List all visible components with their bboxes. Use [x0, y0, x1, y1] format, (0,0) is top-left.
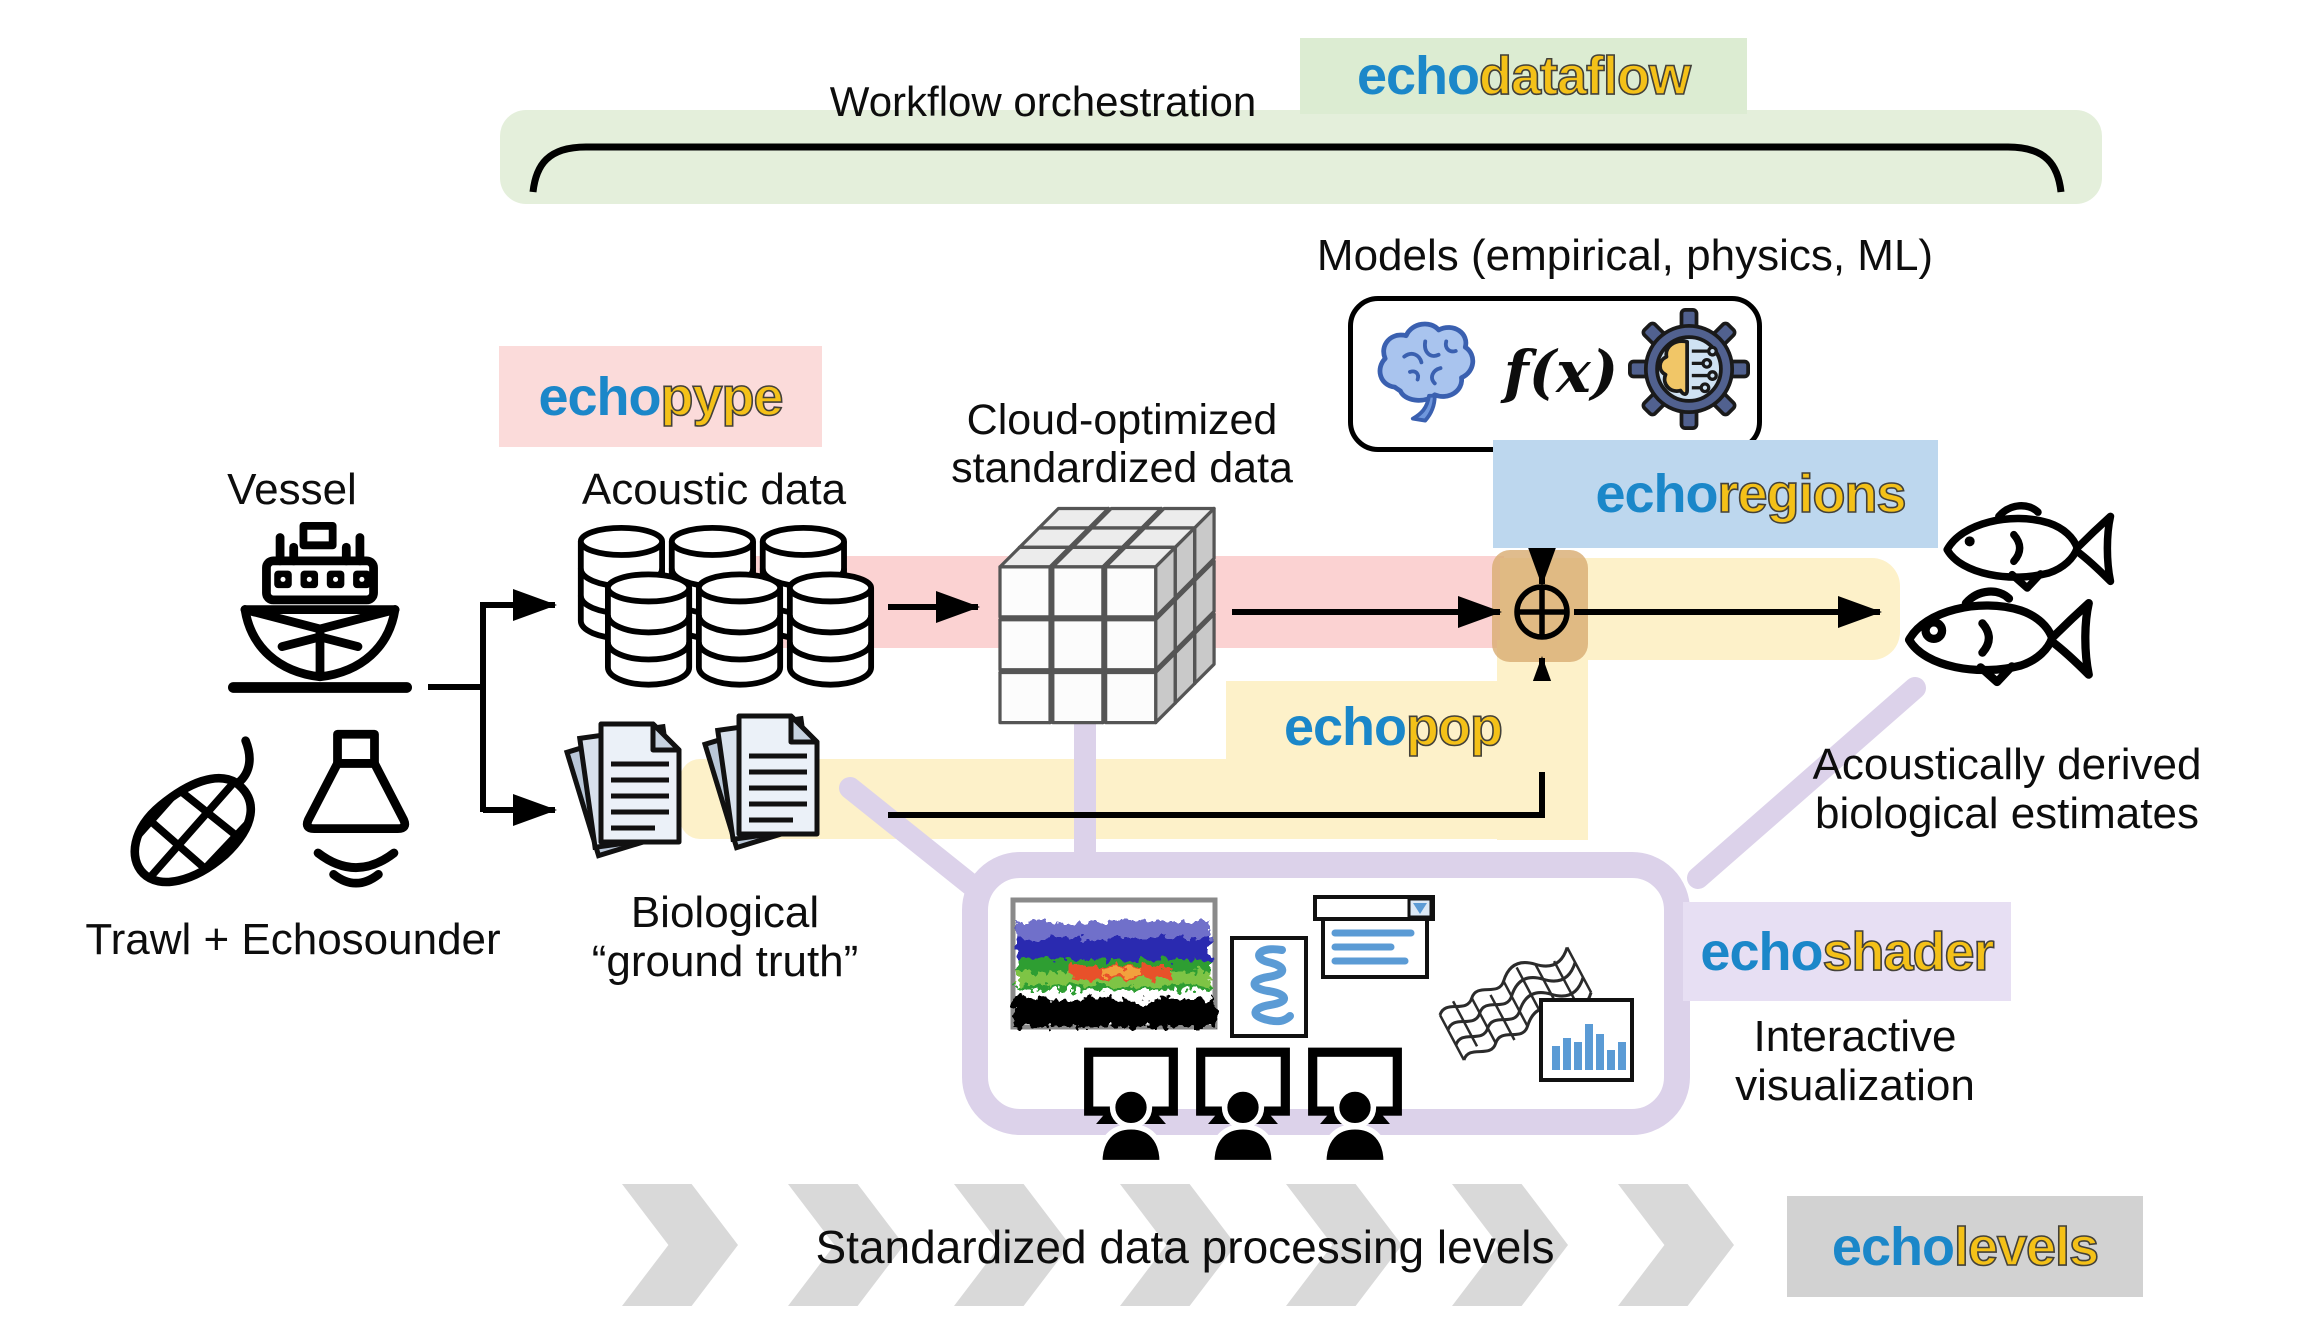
vessel-label: Vessel [227, 465, 357, 514]
yellow-band-bio [680, 759, 1588, 839]
database-stack-icon [575, 522, 875, 708]
trawl-label: Trawl + Echosounder [85, 915, 501, 964]
echoregions-badge: echoregions [1493, 440, 1938, 548]
echopop-badge: echopop [1226, 681, 1560, 772]
circled-plus-icon [1514, 584, 1570, 640]
dropdown-widget-icon [1313, 895, 1435, 979]
bio-label-line2: “ground truth” [591, 937, 859, 987]
connector-shader-to-fish [1687, 677, 1926, 889]
connector-docs-to-shader [839, 777, 986, 899]
echopop-suffix: pop [1405, 696, 1504, 758]
fx-icon: f(x) [1503, 338, 1619, 406]
echopype-suffix: pype [660, 366, 785, 428]
echosounder-icon [302, 729, 410, 888]
echodataflow-badge: echodataflow [1300, 38, 1747, 114]
interactive-label-line2: visualization [1735, 1061, 1975, 1111]
brain-icon [1377, 321, 1476, 423]
orchestration-brace [529, 143, 2065, 193]
models-label: Models (empirical, physics, ML) [1316, 231, 1934, 280]
echopype-prefix: echo [538, 366, 661, 427]
echolevels-suffix: levels [1953, 1216, 2100, 1278]
echoshader-suffix: shader [1822, 921, 1996, 983]
analyst-monitor-icon [1196, 1047, 1290, 1166]
echolevels-prefix: echo [1831, 1216, 1955, 1277]
ml-gear-icon [1628, 308, 1750, 430]
derived-label-line2: biological estimates [1815, 789, 2199, 839]
derived-label-line1: Acoustically derived [1812, 740, 2202, 789]
echoregions-suffix: regions [1717, 463, 1908, 525]
echogram-icon [1010, 897, 1218, 1030]
bio-label-line1: Biological [630, 888, 820, 937]
echoshader-badge: echoshader [1683, 902, 2011, 1001]
interactive-label: Interactive visualization [1735, 1012, 1975, 1111]
fish-icon [1904, 587, 2093, 687]
echodataflow-suffix: dataflow [1478, 45, 1692, 107]
bar-chart-icon [1539, 998, 1634, 1082]
track-squiggle-icon [1230, 936, 1308, 1038]
echopop-prefix: echo [1283, 696, 1407, 757]
echoshader-prefix: echo [1700, 921, 1823, 982]
documents-icon [575, 712, 865, 852]
interactive-label-line1: Interactive [1753, 1012, 1957, 1061]
cloud-label-line1: Cloud-optimized [966, 396, 1278, 444]
echodataflow-prefix: echo [1356, 46, 1480, 106]
echopype-badge: echopype [499, 346, 822, 447]
trawl-net-icon [130, 736, 256, 887]
fish-icon [1943, 502, 2115, 592]
workflow-banner [500, 110, 2102, 204]
ship-icon [227, 521, 413, 693]
workflow-title: Workflow orchestration [829, 78, 1257, 125]
bio-label: Biological “ground truth” [592, 888, 859, 987]
mesh-curtain-icon [1438, 946, 1593, 1061]
analyst-monitor-icon [1308, 1047, 1402, 1166]
echolevels-badge: echolevels [1787, 1196, 2143, 1297]
cloud-label: Cloud-optimized standardized data [951, 396, 1293, 492]
cloud-label-line2: standardized data [951, 444, 1293, 493]
analyst-monitor-icon [1084, 1047, 1178, 1166]
data-cube-icon [998, 506, 1216, 725]
derived-label: Acoustically derived biological estimate… [1813, 740, 2202, 839]
levels-caption: Standardized data processing levels [815, 1221, 1555, 1273]
acoustic-label: Acoustic data [581, 465, 847, 514]
echoregions-prefix: echo [1595, 464, 1718, 524]
